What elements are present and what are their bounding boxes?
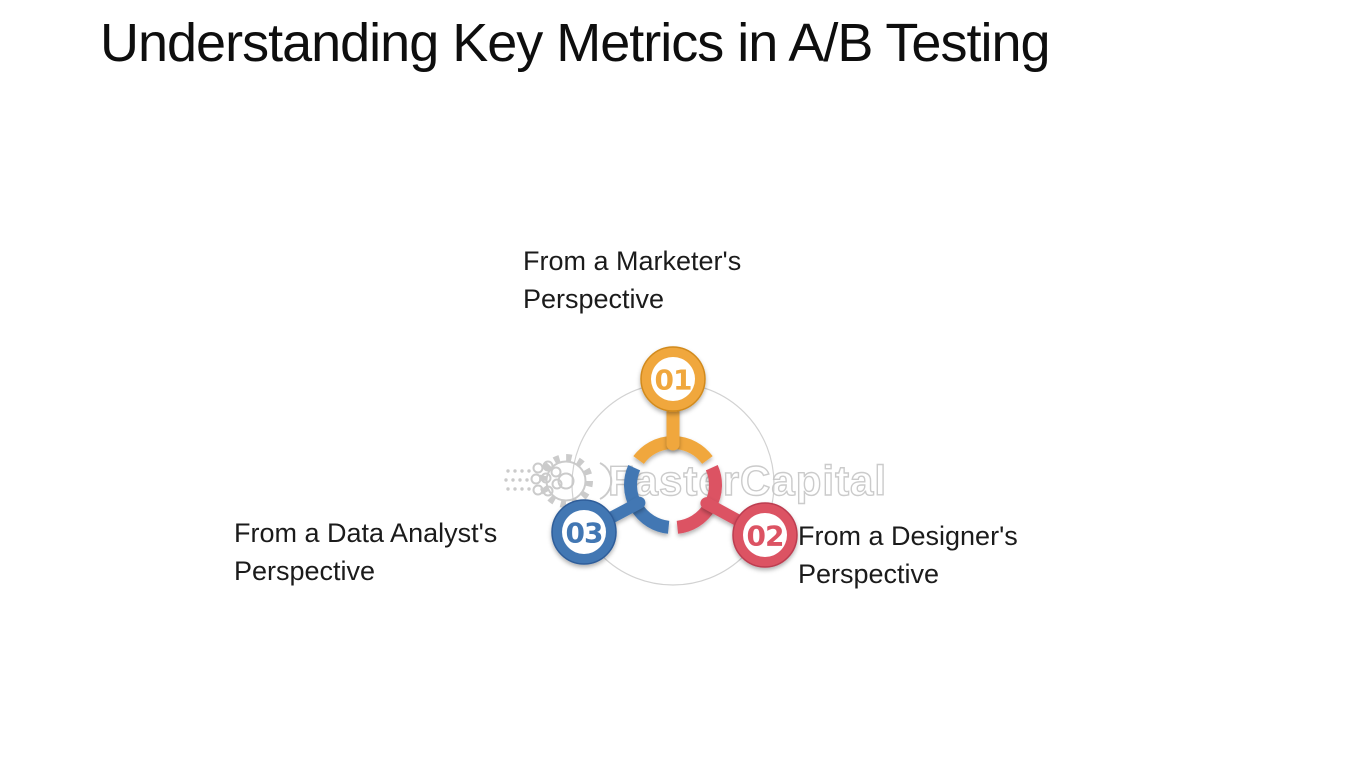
- watermark-wordmark: FasterCapital: [608, 457, 887, 504]
- label-data-analyst-perspective: From a Data Analyst's Perspective: [234, 518, 498, 586]
- connector-bottom-right: [700, 497, 744, 527]
- page-title: Understanding Key Metrics in A/B Testing: [100, 13, 1051, 73]
- node-01-inner: [651, 357, 695, 401]
- gear-swoosh: [599, 462, 613, 500]
- node-01: 01: [640, 346, 706, 412]
- label-marketer-perspective: From a Marketer's Perspective: [523, 246, 742, 314]
- label-designer-perspective: From a Designer's Perspective: [798, 521, 1018, 589]
- node-02-number: 02: [747, 520, 784, 553]
- node-03-inner: [562, 510, 606, 554]
- watermark-dots: [504, 469, 531, 491]
- node-03: 03: [551, 499, 617, 565]
- node-01-number: 01: [655, 364, 692, 397]
- node-03-number: 03: [566, 517, 603, 550]
- node-02: 02: [732, 502, 798, 568]
- node-02-inner: [743, 513, 787, 557]
- gear-icon: [539, 454, 613, 508]
- watermark: FasterCapital: [504, 454, 887, 508]
